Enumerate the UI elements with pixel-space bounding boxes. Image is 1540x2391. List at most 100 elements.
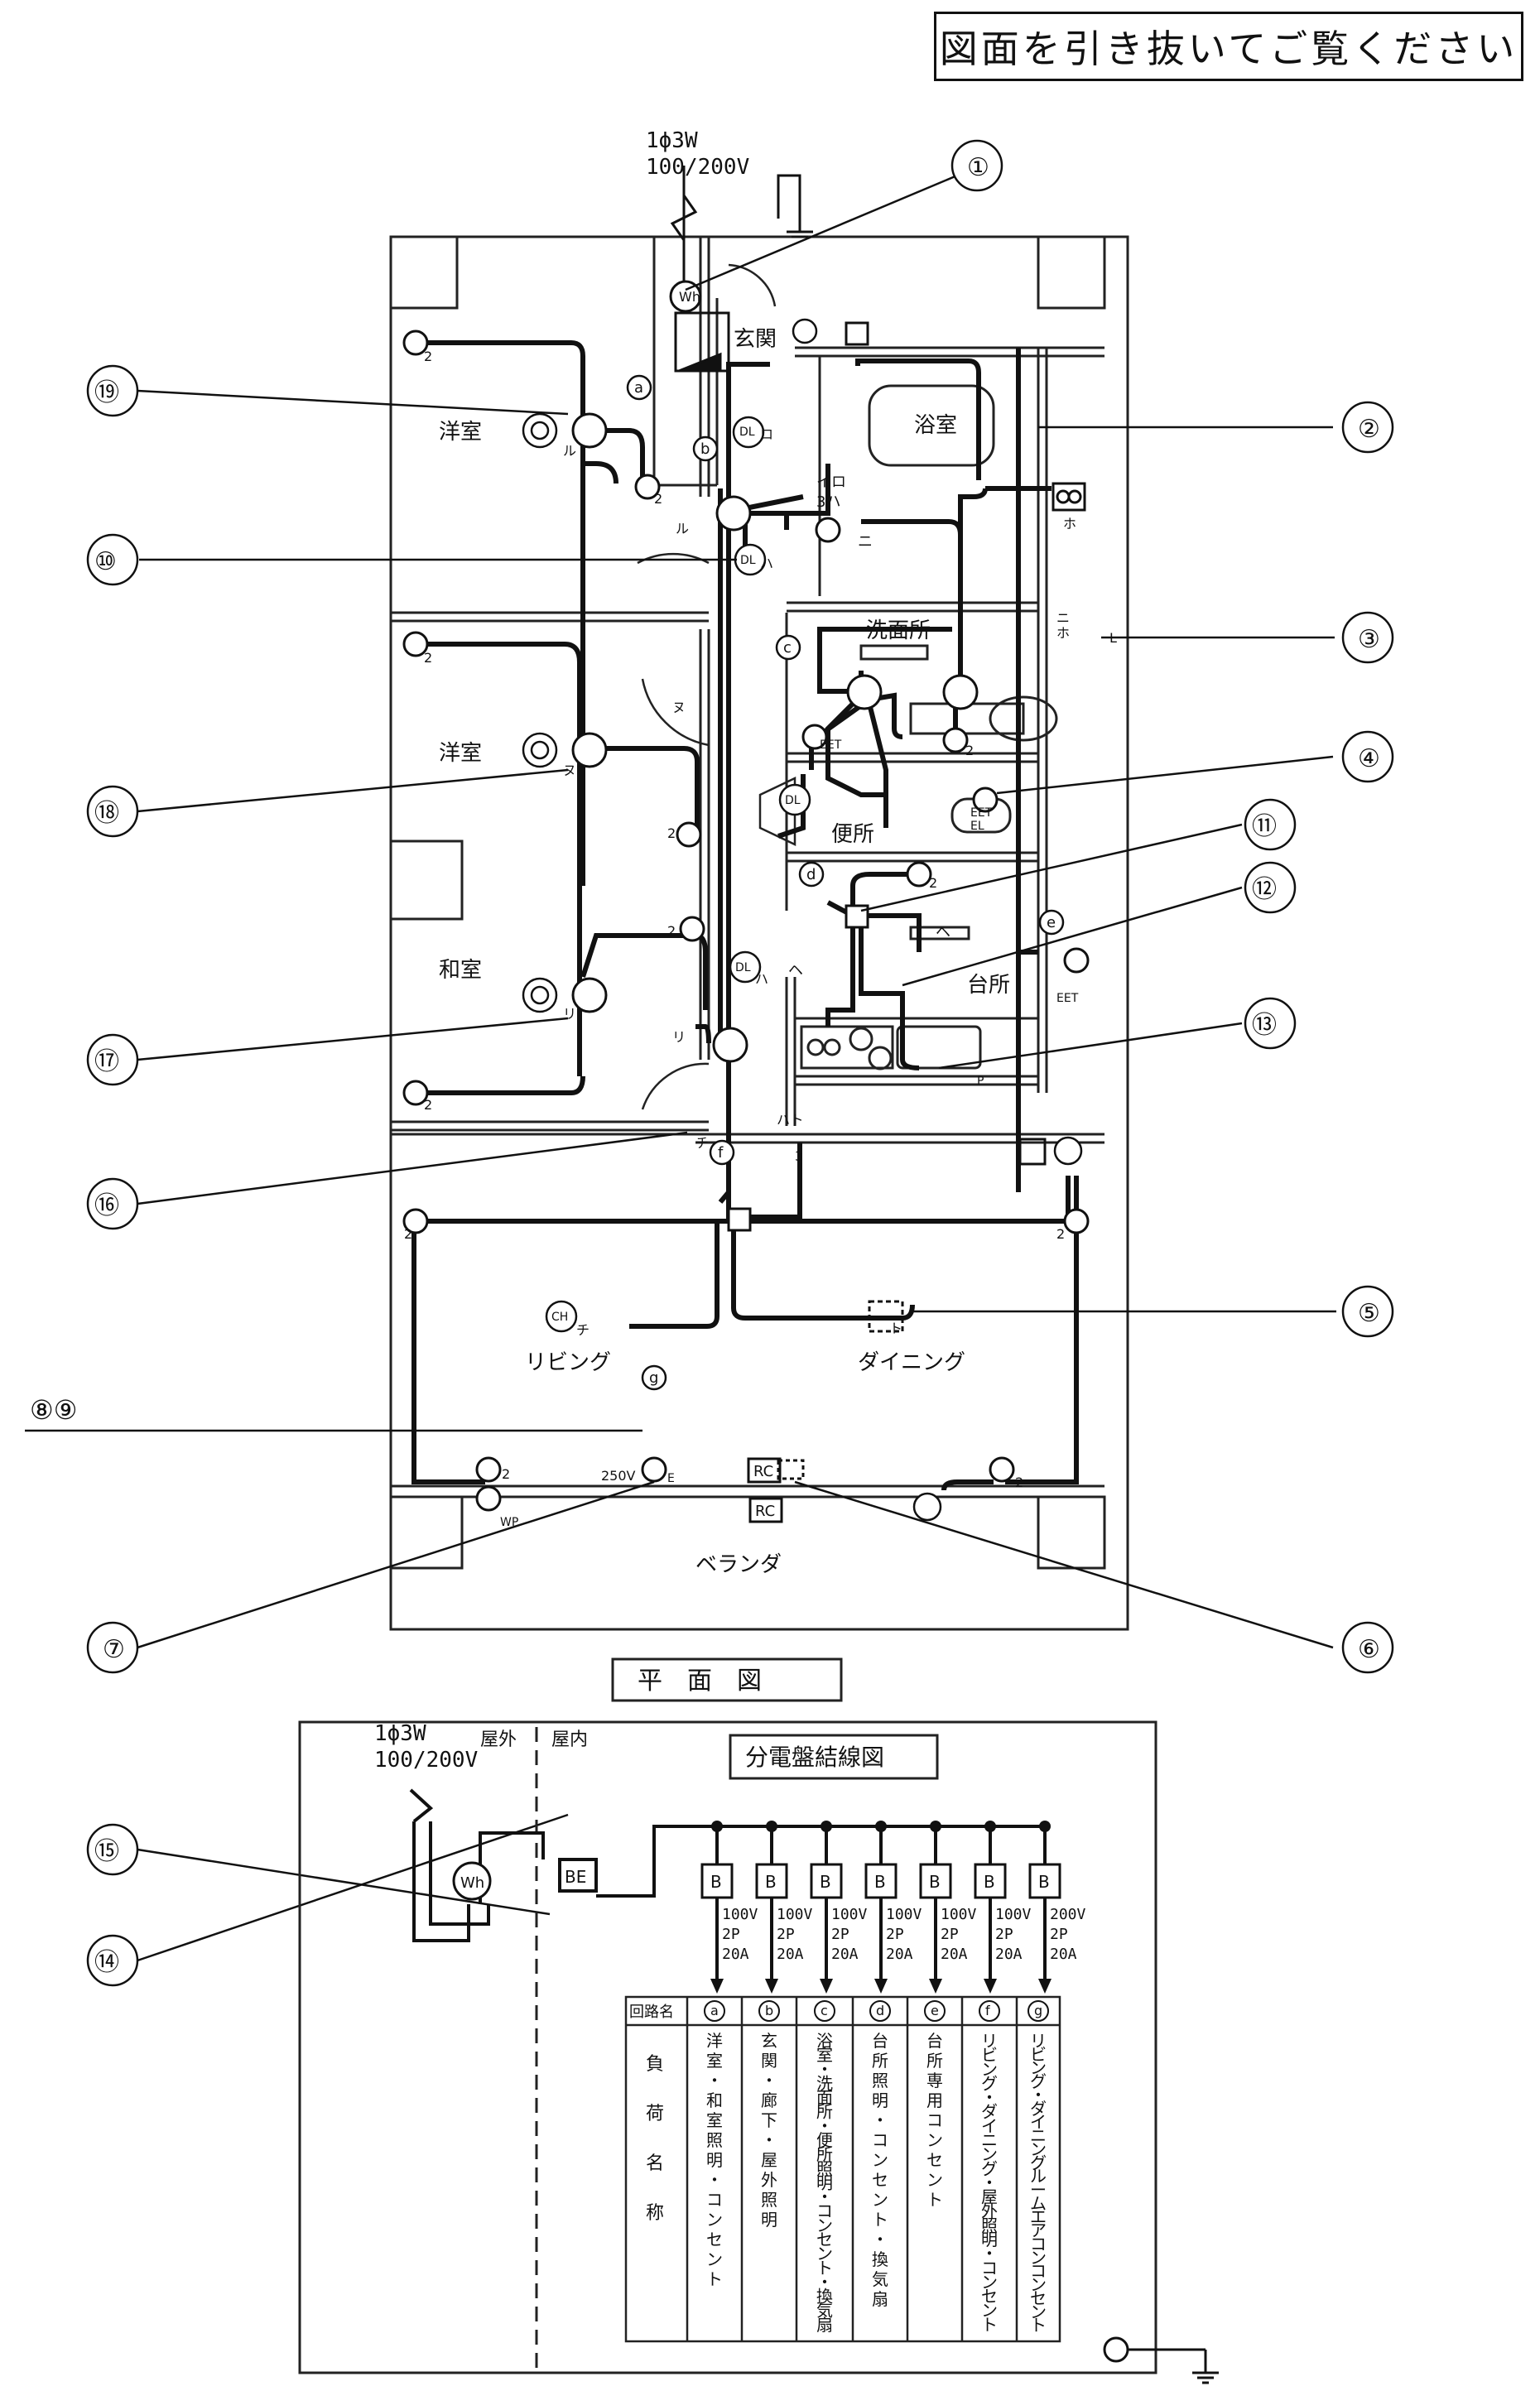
table-load-char: 台 bbox=[926, 2031, 943, 2051]
table-header-load-char: 荷 bbox=[646, 2104, 664, 2124]
table-load-char: ン bbox=[1030, 2302, 1047, 2321]
table-load-char: 換 bbox=[872, 2249, 888, 2269]
circuit-f-marker: f bbox=[718, 1144, 724, 1162]
arrow-head bbox=[1038, 1979, 1052, 1994]
label-eet3: EET bbox=[1056, 992, 1079, 1005]
label-two-6: 2 bbox=[424, 1097, 432, 1113]
table-load-char: ル bbox=[1030, 2167, 1047, 2187]
label-he2: ヘ bbox=[788, 962, 803, 979]
table-load-char: ー bbox=[1030, 2180, 1047, 2200]
table-load-char: 関 bbox=[761, 2051, 777, 2071]
breaker-box bbox=[864, 1863, 898, 1899]
label-two-1: 2 bbox=[424, 349, 432, 364]
table-load-char: ト bbox=[926, 2190, 943, 2210]
callout-16: ⑯ bbox=[94, 1191, 119, 1220]
label-ch: CH bbox=[551, 1311, 568, 1324]
arrow-head bbox=[874, 1979, 888, 1994]
breaker-label: B bbox=[820, 1872, 831, 1892]
breaker-rating: 2P bbox=[995, 1926, 1013, 1943]
table-load-char: ニ bbox=[1030, 2126, 1047, 2146]
breaker-rating: 2P bbox=[941, 1926, 959, 1943]
callout-12: ⑫ bbox=[1252, 875, 1277, 904]
table-header-circuit: 回路名 bbox=[629, 2004, 674, 2021]
table-circuit-id: g bbox=[1034, 2003, 1042, 2018]
label-ni2: ニ bbox=[1056, 610, 1070, 626]
label-nu2: ヌ bbox=[672, 700, 686, 715]
breaker-rating: 100V bbox=[941, 1906, 977, 1923]
label-wp: WP bbox=[500, 1516, 518, 1529]
room-yoshitsu2: 洋室 bbox=[439, 741, 482, 766]
circuit-markers bbox=[626, 374, 1065, 1391]
table-load-char: 専 bbox=[926, 2071, 943, 2090]
table-load-char: 浴 bbox=[816, 2031, 833, 2051]
table-load-char: ・ bbox=[706, 2071, 723, 2090]
label-l: L bbox=[1109, 630, 1117, 646]
doors bbox=[637, 263, 796, 1110]
table-load-char: ・ bbox=[706, 2170, 723, 2190]
callout-17: ⑰ bbox=[94, 1047, 119, 1076]
callout-14: ⑭ bbox=[94, 1948, 119, 1977]
room-genkan: 玄関 bbox=[734, 327, 777, 352]
callout-10: ⑩ bbox=[94, 547, 117, 576]
breaker-label: B bbox=[1038, 1872, 1050, 1892]
table-load-char: ア bbox=[1030, 2220, 1047, 2240]
room-dining: ダイニング bbox=[858, 1350, 965, 1375]
label-two-3: 2 bbox=[424, 650, 432, 666]
label-eet1: EET bbox=[820, 738, 842, 752]
breaker-rating: 20A bbox=[777, 1946, 804, 1963]
label-chi1: チ bbox=[695, 1135, 709, 1151]
table-load-char: ン bbox=[926, 2130, 943, 2150]
label-p: P bbox=[977, 1075, 984, 1088]
callout-7: ⑦ bbox=[103, 1635, 125, 1664]
label-two-11: 2 bbox=[965, 743, 974, 758]
label-dl1: DL bbox=[739, 426, 755, 439]
label-rc1: RC bbox=[753, 1463, 773, 1480]
panel-supply-voltage: 100/200V bbox=[374, 1748, 478, 1773]
table-load-char: 明 bbox=[816, 2172, 833, 2192]
room-washitsu: 和室 bbox=[439, 958, 482, 983]
table-load-char: ン bbox=[1030, 2275, 1047, 2295]
breaker-box bbox=[810, 1863, 843, 1899]
table-circuit-id: a bbox=[710, 2003, 719, 2018]
table-load-char: コ bbox=[981, 2258, 998, 2278]
circuit-c-marker: c bbox=[783, 639, 792, 657]
table-load-char: ン bbox=[706, 2249, 723, 2269]
table-circuit-circle bbox=[814, 2000, 835, 2022]
room-benjo: 便所 bbox=[831, 822, 874, 847]
label-dl4: DL bbox=[735, 961, 751, 974]
label-two-7: 2 bbox=[404, 1226, 412, 1242]
label-250v: 250V bbox=[601, 1468, 636, 1484]
breaker-rating: 20A bbox=[831, 1946, 859, 1963]
table-load-char: ン bbox=[981, 2059, 998, 2079]
table-load-char: ・ bbox=[816, 2116, 833, 2136]
table-load-char: ・ bbox=[981, 2088, 998, 2108]
table-circuit-id: c bbox=[821, 2003, 828, 2018]
table-load-char: ト bbox=[816, 2258, 833, 2278]
callout-18: ⑱ bbox=[94, 799, 119, 828]
ground-symbol bbox=[777, 174, 1219, 2384]
table-load-char: グ bbox=[981, 2073, 998, 2093]
wiring bbox=[411, 340, 1079, 1491]
breaker-rating: 20A bbox=[995, 1946, 1023, 1963]
table-load-char: 下 bbox=[761, 2110, 777, 2130]
table-load-char: イ bbox=[1030, 2112, 1047, 2132]
callout-19: ⑲ bbox=[94, 378, 119, 407]
table-load-char: ン bbox=[816, 2244, 833, 2264]
label-hato: ハト bbox=[777, 1112, 803, 1128]
table-circuit-circle bbox=[758, 2000, 780, 2022]
table-load-char: ト bbox=[1030, 2316, 1047, 2336]
callout-13: ⑬ bbox=[1252, 1011, 1277, 1040]
ceiling-lights bbox=[522, 318, 1083, 1522]
table-circuit-circle bbox=[869, 2000, 891, 2022]
breaker-label: B bbox=[710, 1872, 722, 1892]
label-ri1: リ bbox=[563, 1006, 576, 1022]
breaker-label: B bbox=[874, 1872, 886, 1892]
table-load-char: 所 bbox=[816, 2102, 833, 2122]
table-load-char: 玄 bbox=[761, 2031, 777, 2051]
breaker-rating: 2P bbox=[777, 1926, 795, 1943]
table-load-char: 扇 bbox=[816, 2315, 833, 2335]
panel-wh-label: Wh bbox=[460, 1874, 484, 1892]
table-load-char: ト bbox=[981, 2315, 998, 2335]
table-load-char: ・ bbox=[872, 2110, 888, 2130]
circuit-e-marker: e bbox=[1047, 914, 1056, 931]
